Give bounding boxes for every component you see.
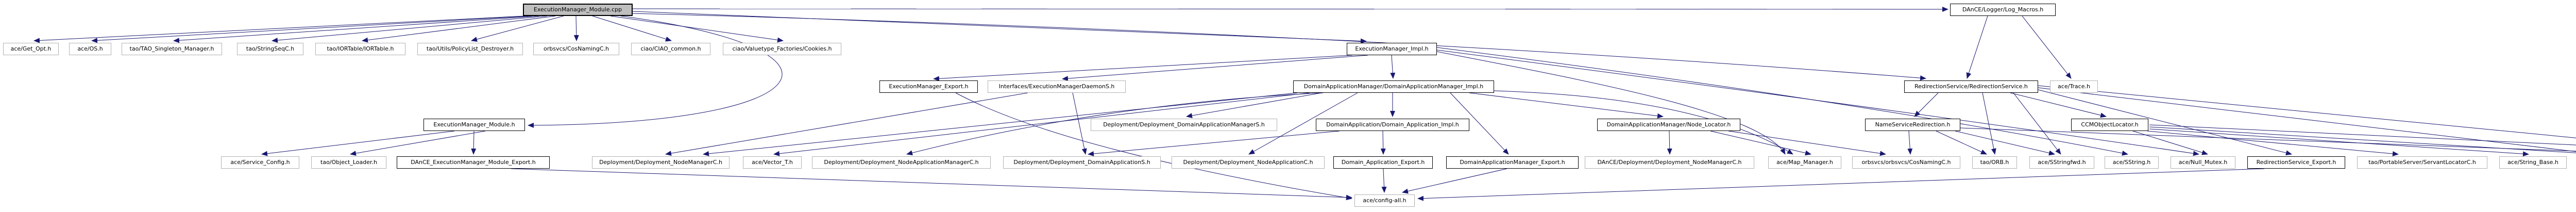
node-deployment-nodeapplicationmanagerc-h: Deployment/Deployment_NodeApplicationMan… (812, 156, 991, 169)
node-ace-map-manager-h: ace/Map_Manager.h (1768, 156, 1841, 169)
node-node-locator-h[interactable]: DomainApplicationManager/Node_Locator.h (1597, 119, 1740, 131)
node-orbsvcs-orbsvcs-cosnamingc-h: orbsvcs/orbsvcs/CosNamingC.h (1852, 156, 1960, 169)
node-ccmobjectlocator-h[interactable]: CCMObjectLocator.h (2071, 119, 2148, 131)
node-tao-object-loader-h: tao/Object_Loader.h (311, 156, 386, 169)
node-ace-string-base-h: ace/String_Base.h (2499, 156, 2567, 169)
node-ace-sstringfwd-h: ace/SStringfwd.h (2029, 156, 2094, 169)
node-dance-logger-log-macros-h[interactable]: DAnCE/Logger/Log_Macros.h (1950, 4, 2056, 16)
node-executionmanager-export-h[interactable]: ExecutionManager_Export.h (879, 80, 978, 93)
node-ace-service-config-h: ace/Service_Config.h (221, 156, 299, 169)
node-ace-sstring-h: ace/SString.h (2105, 156, 2159, 169)
node-nameserviceredirection-h[interactable]: NameServiceRedirection.h (1865, 119, 1960, 131)
node-deployment-nodemanagerc-h: Deployment/Deployment_NodeManagerC.h (592, 156, 730, 169)
node-dance-deployment-nodemanagerc-h: DAnCE/Deployment/Deployment_NodeManagerC… (1585, 156, 1754, 169)
node-domainapplicationmanager-impl-h[interactable]: DomainApplicationManager/DomainApplicati… (1293, 80, 1494, 93)
node-dance-executionmanager-module-export-h[interactable]: DAnCE_ExecutionManager_Module_Export.h (397, 156, 550, 169)
node-deployment-nodeapplicationc-h: Deployment/Deployment_NodeApplicationC.h (1172, 156, 1325, 169)
node-ace-get-opt-h: ace/Get_Opt.h (3, 43, 59, 55)
node-executionmanagerdaemons-h: Interfaces/ExecutionManagerDaemonS.h (988, 80, 1126, 93)
node-domain-application-impl-h[interactable]: DomainApplication/Domain_Application_Imp… (1316, 119, 1469, 131)
node-ace-vector-t-h: ace/Vector_T.h (743, 156, 802, 169)
node-domain-application-export-h[interactable]: Domain_Application_Export.h (1333, 156, 1433, 169)
node-domainapplicationmanager-export-h[interactable]: DomainApplicationManager_Export.h (1446, 156, 1579, 169)
node-tao-policylist-destroyer-h: tao/Utils/PolicyList_Destroyer.h (417, 43, 523, 55)
node-tao-stringseqc-h: tao/StringSeqC.h (237, 43, 303, 55)
node-ace-os-h: ace/OS.h (69, 43, 111, 55)
node-orbsvcs-cosnamingc-h: orbsvcs/CosNamingC.h (533, 43, 619, 55)
node-ciao-common-h: ciao/CIAO_common.h (631, 43, 710, 55)
node-redirectionservice-h[interactable]: RedirectionService/RedirectionService.h (1904, 80, 2038, 93)
node-ciao-valuetype-cookies-h: ciao/Valuetype_Factories/Cookies.h (723, 43, 841, 55)
node-tao-orb-h: tao/ORB.h (1972, 156, 2017, 169)
node-tao-iortable-h: tao/IORTable/IORTable.h (315, 43, 405, 55)
node-deployment-domainapplicationmanagers-h: Deployment/Deployment_DomainApplicationM… (1091, 119, 1277, 131)
node-tao-servantlocatorc-h: tao/PortableServer/ServantLocatorC.h (2357, 156, 2487, 169)
node-ace-trace-h: ace/Trace.h (2050, 80, 2098, 93)
node-ace-null-mutex-h: ace/Null_Mutex.h (2171, 156, 2235, 169)
node-executionmanager-module-cpp: ExecutionManager_Module.cpp (523, 4, 633, 16)
node-executionmanager-module-h[interactable]: ExecutionManager_Module.h (423, 119, 525, 131)
node-tao-singleton-manager-h: tao/TAO_Singleton_Manager.h (122, 43, 222, 55)
node-ace-config-all-h: ace/config-all.h (1354, 194, 1415, 207)
node-redirectionservice-export-h[interactable]: RedirectionService_Export.h (2247, 156, 2345, 169)
node-deployment-domainapplications-h: Deployment/Deployment_DomainApplicationS… (1003, 156, 1161, 169)
node-executionmanager-impl-h[interactable]: ExecutionManager_Impl.h (1347, 43, 1437, 55)
